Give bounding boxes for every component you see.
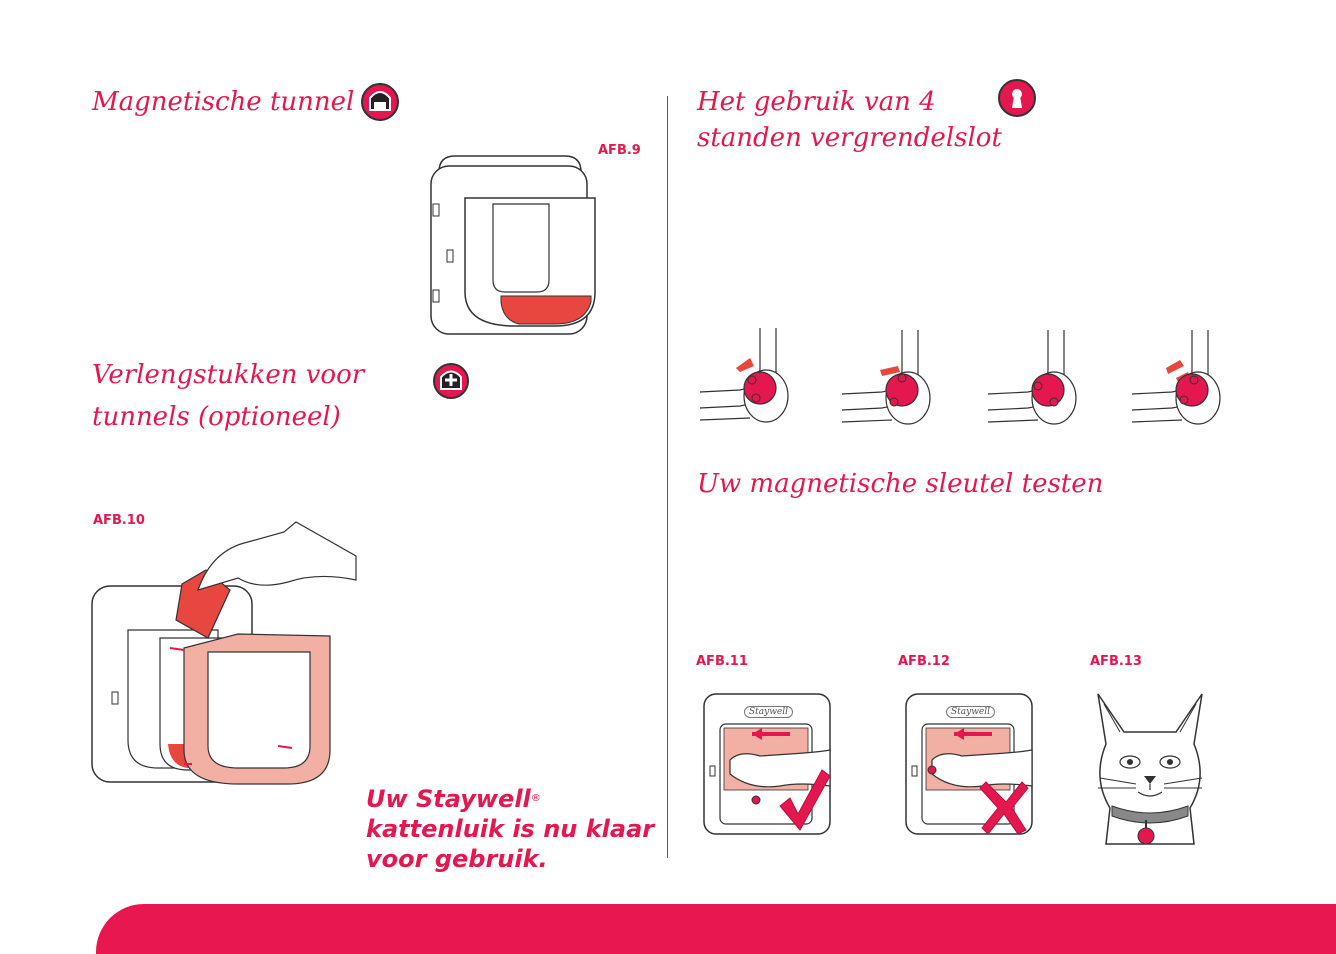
ready-message: Uw Staywell® kattenluik is nu klaar voor… — [366, 784, 654, 874]
heading-extensions-line2: tunnels (optioneel) — [92, 402, 341, 432]
heading-lock: Het gebruik van 4 standen vergrendelslot — [697, 84, 1002, 156]
fig13-label: AFB.13 — [1090, 654, 1142, 669]
staywell-logo-fig11: Staywell — [744, 706, 794, 718]
check-icon — [779, 769, 831, 831]
fig12-label: AFB.12 — [898, 654, 950, 669]
staywell-logo-fig11-text: Staywell — [749, 707, 789, 717]
heading-lock-line1: Het gebruik van 4 — [697, 87, 936, 117]
cat-with-collar-illustration — [1097, 693, 1203, 845]
staywell-logo-fig12-text: Staywell — [951, 707, 991, 717]
keyhole-icon — [998, 79, 1036, 117]
extension-install-illustration — [91, 521, 357, 785]
cat-flap-tunnel-illustration — [430, 155, 596, 335]
ready-line3: voor gebruik. — [366, 845, 548, 873]
ready-line1: Uw Staywell — [366, 785, 531, 813]
heading-lock-line2: standen vergrendelslot — [697, 123, 1002, 153]
cross-icon — [979, 781, 1029, 835]
fig9-label: AFB.9 — [598, 143, 641, 158]
heading-extensions-line1: Verlengstukken voor — [92, 360, 365, 390]
fig11-label: AFB.11 — [696, 654, 748, 669]
lock-position-1 — [699, 328, 789, 423]
ready-line2: kattenluik is nu klaar — [366, 815, 655, 843]
extension-plus-icon — [433, 363, 469, 399]
lock-position-4 — [1131, 330, 1221, 425]
heading-extensions: Verlengstukken voor tunnels (optioneel) — [92, 354, 364, 438]
tunnel-icon — [361, 83, 399, 121]
footer-bar — [96, 904, 1336, 954]
registered-mark: ® — [530, 793, 541, 804]
lock-position-3 — [987, 330, 1077, 425]
fig10-label: AFB.10 — [93, 513, 145, 528]
column-divider — [667, 96, 668, 858]
heading-test-key: Uw magnetische sleutel testen — [697, 469, 1104, 499]
key-test-correct-illustration — [703, 693, 831, 835]
heading-magnetic-tunnel: Magnetische tunnel — [92, 87, 355, 117]
staywell-logo-fig12: Staywell — [946, 706, 996, 718]
lock-position-2 — [841, 330, 931, 425]
